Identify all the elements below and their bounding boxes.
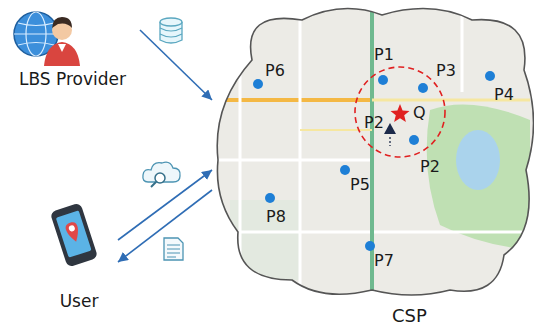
point-label: P1 [374,46,394,64]
query-range [355,67,445,157]
dotted-mark [389,137,390,146]
database-icon [160,18,182,43]
person-icon [44,17,80,66]
point-label: P6 [265,62,285,80]
point-label: P5 [350,176,370,194]
query-star [391,104,410,122]
cloud-outline [212,0,534,333]
point-label: P3 [436,62,456,80]
point-label: P2 [420,158,440,176]
search-cloud-icon [143,162,180,187]
node-label: User [60,292,99,312]
point-label: P2 [364,114,384,132]
poi-dots [253,71,495,251]
actor-node: User [40,198,118,316]
document-icon [164,238,183,260]
point-label: Q [413,104,426,122]
actor-node: LBS Provider [5,2,140,92]
node-label: LBS Provider [19,70,126,90]
point-label: P7 [374,252,394,270]
flow-arrow [118,170,212,240]
point-label: P4 [494,86,514,104]
node-label: CSP [392,306,427,327]
phone-icon [50,202,98,267]
user-triangle [384,123,396,134]
cloud-region: CSP [212,0,534,333]
point-label: P8 [266,208,286,226]
flow-arrow [118,190,212,262]
